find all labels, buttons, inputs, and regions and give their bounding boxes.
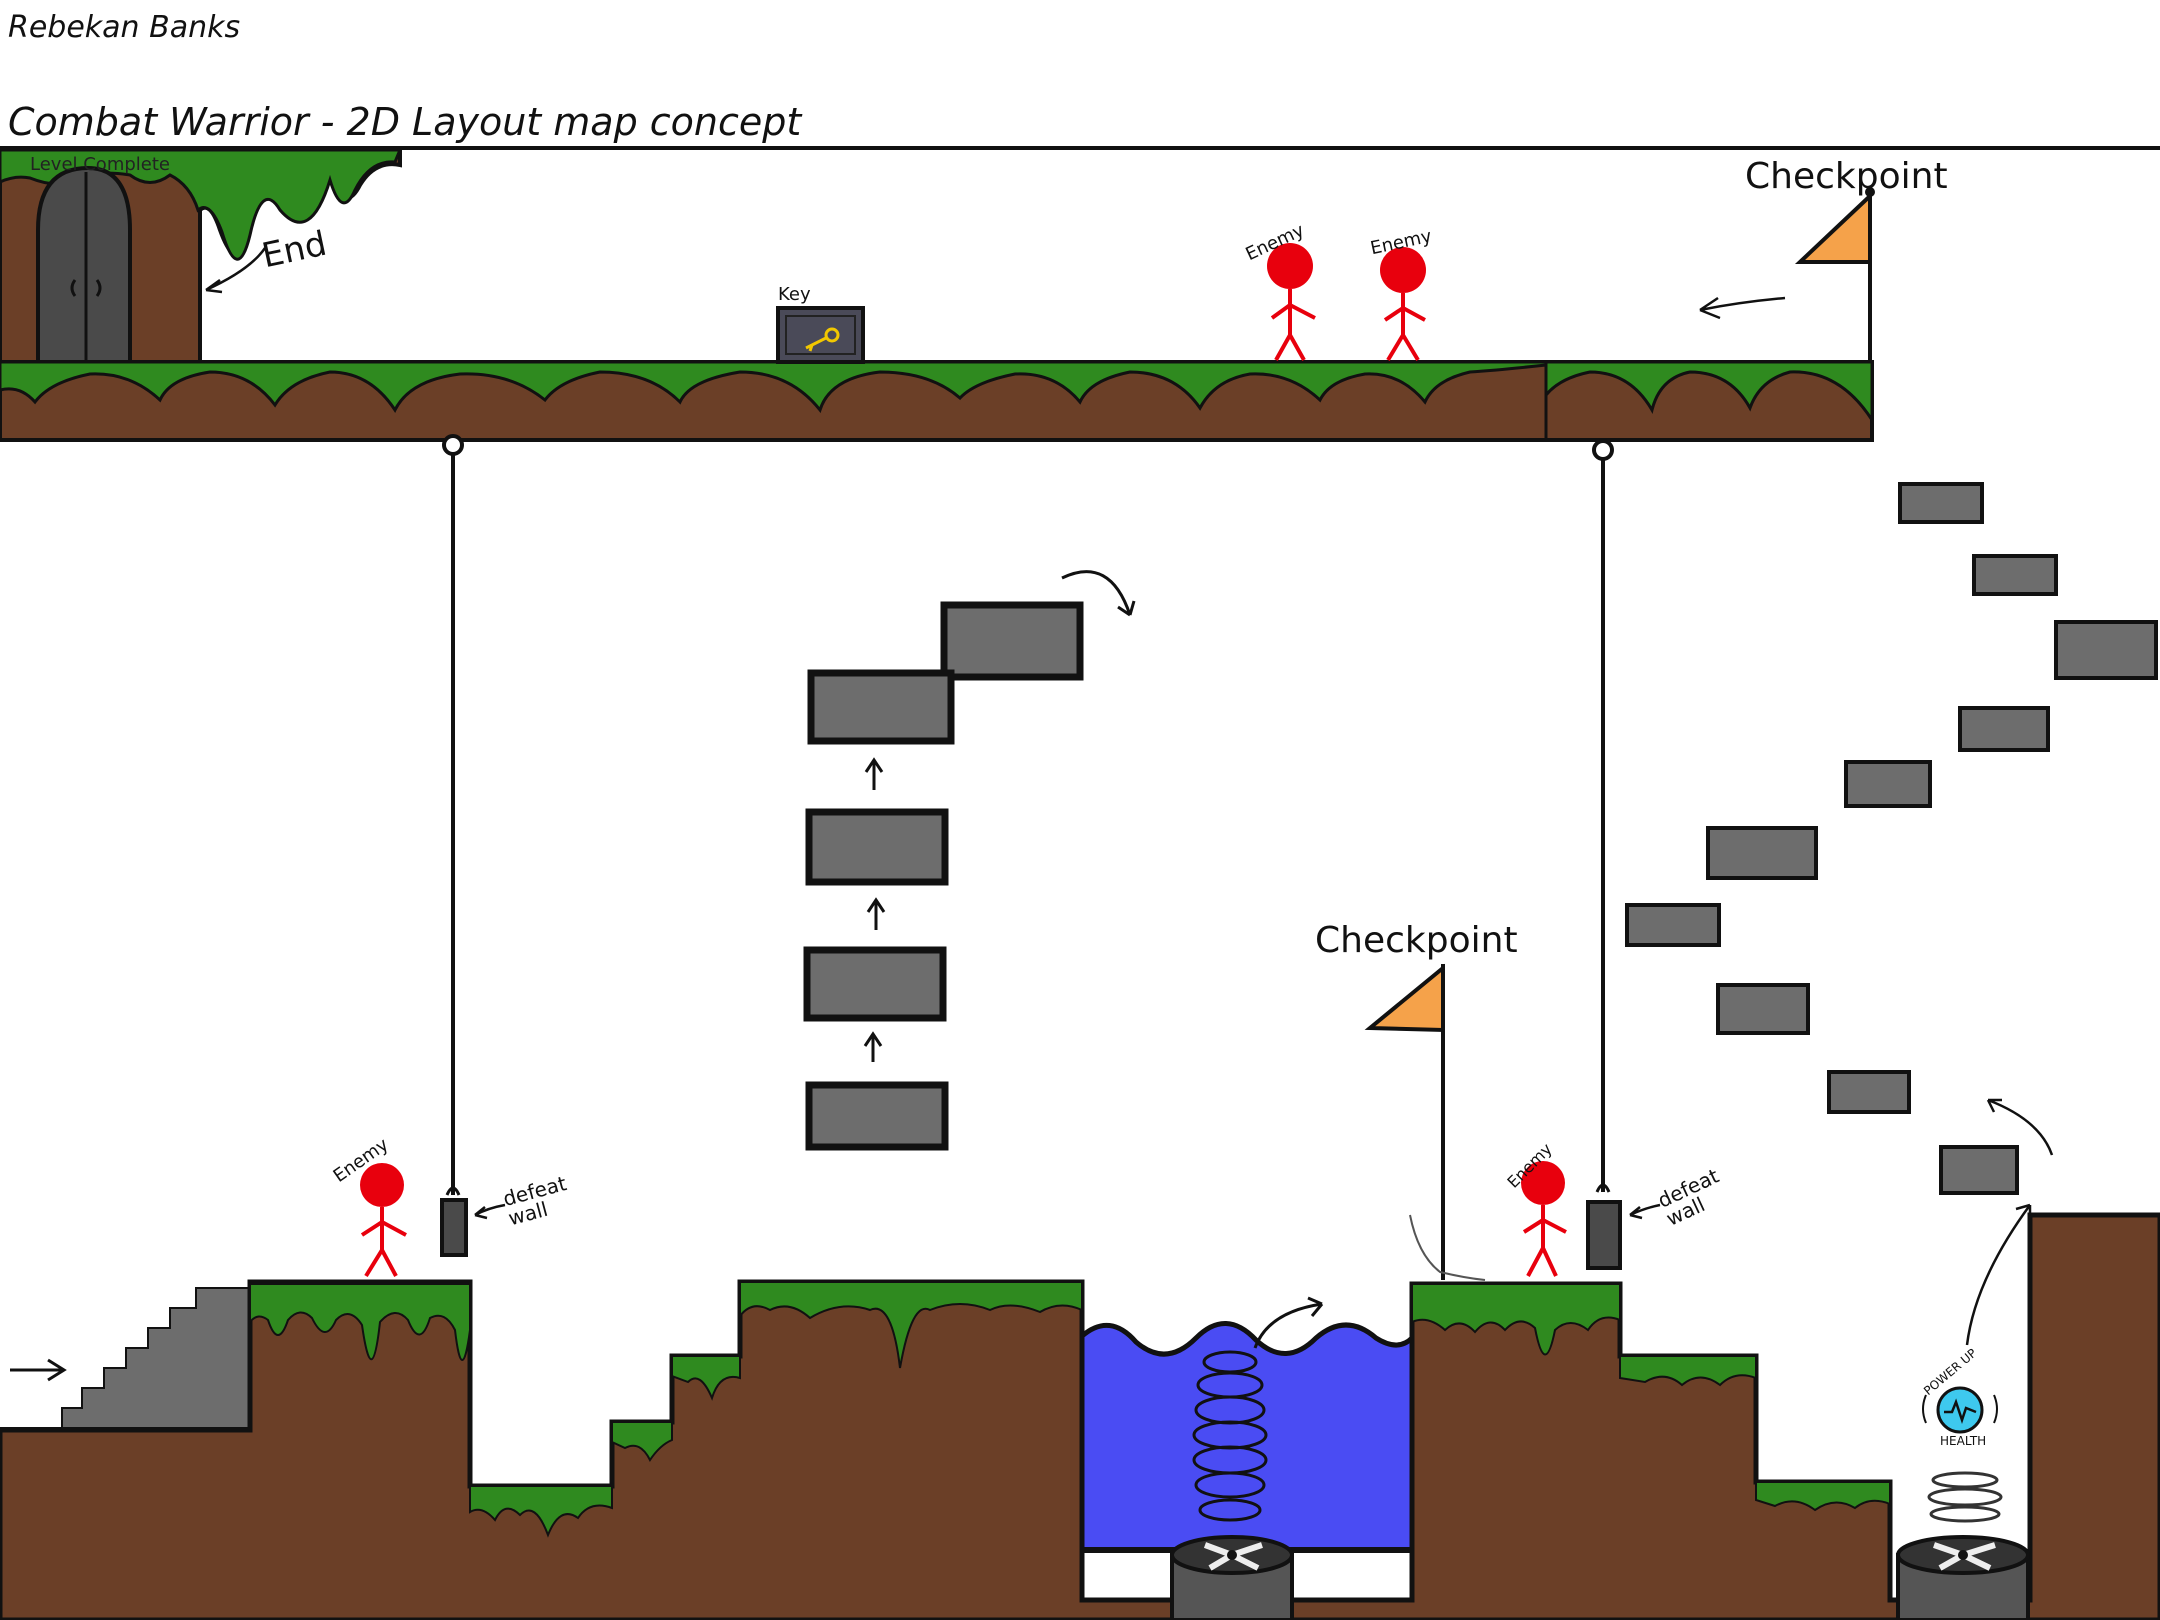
top-platform [0,146,2160,442]
checkpoint-label: Checkpoint [1315,920,1518,961]
defeat-wall-right [1586,439,1622,1270]
wind-swirl [1927,1471,2003,1523]
fan-icon [1896,1535,2030,1620]
spring-icon [1192,1350,1268,1522]
stone-block-column [803,601,1084,1151]
enemy-stick-figure-icon [360,1163,407,1278]
defeat-wall-left [440,434,468,1257]
door-icon [36,165,132,364]
arrow-icon [1061,570,1136,617]
enemy-stick-figure-icon [1380,247,1426,362]
key-chest-icon [776,306,865,364]
level-complete-label: Level Complete [30,154,170,175]
up-arrows [863,757,886,1062]
bottom-terrain [0,1212,2160,1620]
arrow-icon [1699,296,1786,320]
checkpoint-flag-icon [1794,187,1875,362]
author-name: Rebekan Banks [8,10,241,45]
fan-icon [1170,1535,1294,1620]
arrow-icon [474,1203,506,1220]
arrow-icon [10,1358,67,1382]
arrow-icon [1629,1203,1661,1220]
floating-stone-blocks [1625,482,2158,1195]
arrow-icon [1965,1203,2032,1346]
health-label: HEALTH [1940,1434,1987,1448]
arrow-icon [205,247,267,294]
arrow-icon [1986,1098,2054,1156]
page-title: Combat Warrior - 2D Layout map concept [8,100,802,144]
enemy-stick-figure-icon [1521,1161,1567,1277]
enemy-stick-figure-icon [1267,243,1316,361]
power-up-health-icon [1922,1386,1998,1434]
key-label: Key [778,284,811,305]
arrow-icon [1253,1296,1324,1349]
checkpoint-label: Checkpoint [1745,156,1948,197]
checkpoint-flag-icon [1364,963,1486,1281]
